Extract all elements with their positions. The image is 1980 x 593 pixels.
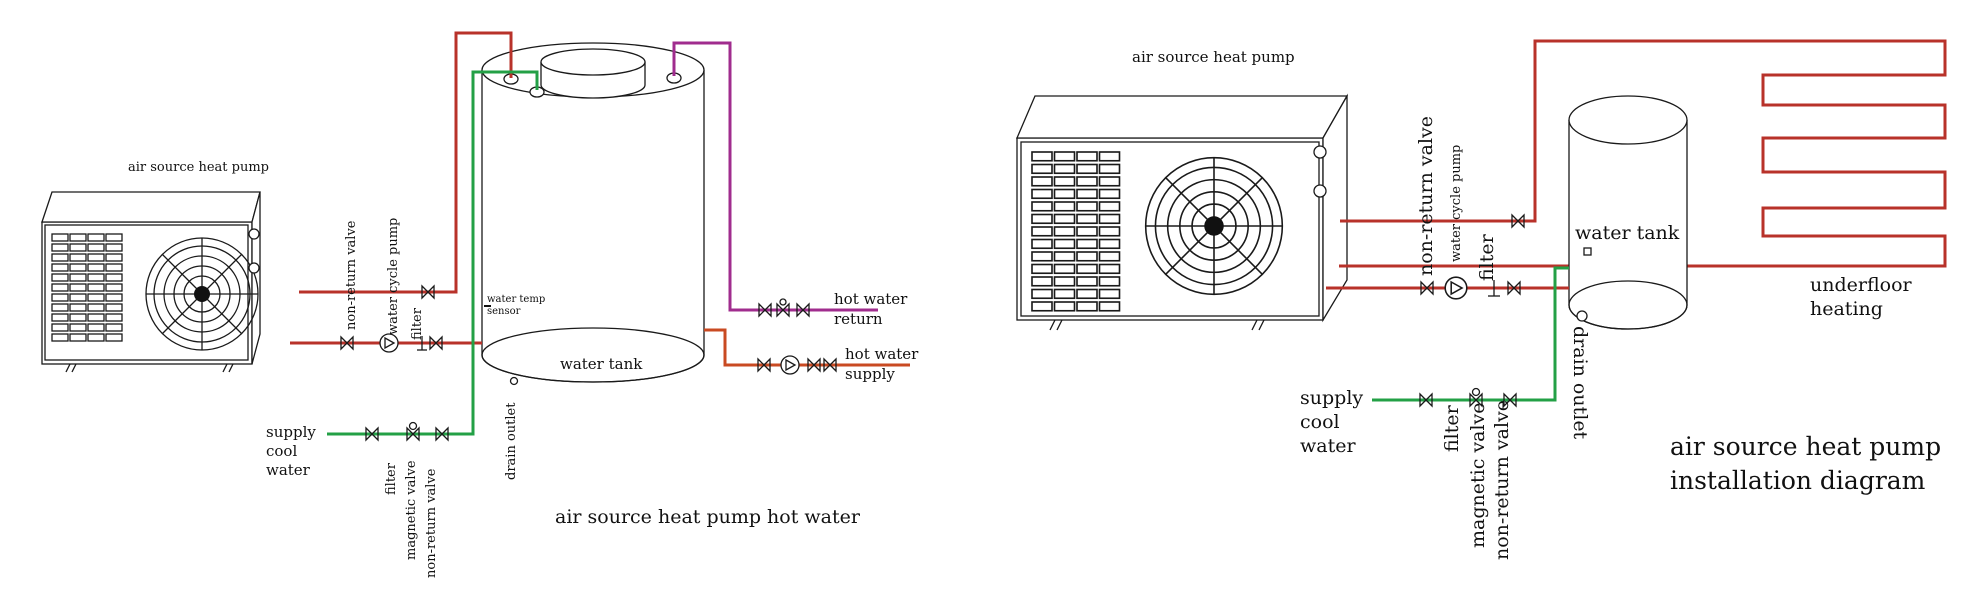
right-diagram: air source heat pump non-retu [1016,39,1947,560]
right-magnetic-valve-icon [1469,387,1483,407]
left-magnetic-valve-label: magnetic valve [404,460,419,560]
left-supply-cool-water-label-1: supply [266,423,316,441]
right-underfloor-label-2: heating [1810,298,1883,320]
right-fan-icon [1144,156,1284,296]
right-supply-cool-water-label-3: water [1300,435,1356,457]
right-underfloor-label-1: underfloor [1810,274,1913,296]
right-water-tank [1568,95,1688,330]
right-non-return-valve-label: non-return valve [1415,116,1437,276]
left-filter-icon [417,336,427,351]
right-drain-outlet-label: drain outlet [1569,326,1591,440]
left-heat-pump-unit [41,191,261,373]
right-caption-line-1: air source heat pump [1670,432,1941,461]
left-hot-water-return-label-1: hot water [834,290,908,308]
left-cold-filter-label: filter [384,462,399,495]
right-water-cycle-pump-label: water cycle pump [1449,145,1464,262]
right-cold-filter-label: filter [1441,404,1463,452]
left-fan-icon [145,237,259,351]
left-caption: air source heat pump hot water [555,506,861,528]
right-cold-non-return-valve-label: non-return valve [1491,400,1513,560]
right-heat-pump-label: air source heat pump [1132,48,1295,66]
left-non-return-valve-label: non-return valve [344,220,359,330]
left-water-tank-label: water tank [560,355,643,373]
left-cold-supply-pipe [327,70,539,436]
right-water-tank-label: water tank [1575,222,1680,244]
left-filter-label: filter [410,307,425,340]
left-supply-cool-water-label-3: water [266,461,311,479]
left-hot-water-return-label-2: return [834,310,883,328]
right-magnetic-valve-label: magnetic valve [1467,403,1489,549]
left-cold-non-return-valve-label: non-return valve [424,468,439,578]
left-return-magnetic-icon [776,298,790,317]
right-underfloor-loop [1339,39,1947,268]
left-hot-supply-pipe [704,328,910,367]
left-drain-outlet-label: drain outlet [504,402,519,480]
left-supply-cool-water-label-2: cool [266,442,297,460]
left-hot-flow-pipe [299,31,513,294]
left-hot-water-supply-label-1: hot water [845,345,919,363]
right-cold-supply-pipe [1372,266,1569,402]
right-heat-pump-unit [1016,93,1349,331]
left-water-cycle-pump-icon [379,333,399,353]
right-filter-label: filter [1476,233,1498,281]
right-supply-cool-water-label-1: supply [1300,387,1363,409]
left-hot-return-pipe [672,41,878,312]
right-supply-cool-water-label-2: cool [1300,411,1340,433]
left-water-temp-sensor-label-1: water temp [487,294,545,305]
left-water-tank [481,42,705,386]
left-hot-water-supply-label-2: supply [845,365,895,383]
left-heat-pump-label: air source heat pump [128,160,269,175]
right-water-cycle-pump-icon [1444,276,1468,300]
right-filter-icon [1488,280,1500,297]
left-water-cycle-pump-label: water cycle pump [386,218,401,335]
right-caption-line-2: installation diagram [1670,466,1926,495]
left-water-temp-sensor-label-2: sensor [487,306,521,317]
left-supply-pump-icon [780,355,800,375]
left-magnetic-valve-icon [406,421,420,441]
left-diagram: air source heat pump [41,31,919,578]
